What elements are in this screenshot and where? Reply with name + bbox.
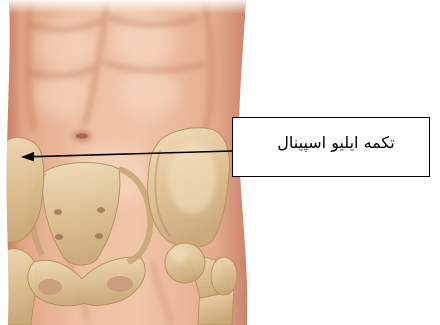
top-fade [0,0,250,14]
right-iliac-wing [148,128,230,248]
right-obturator-foramen [107,276,133,292]
torso [0,0,250,325]
label-box: تکمه ایلیو اسپینال [232,117,430,177]
right-femoral-head [165,243,205,283]
navel [73,131,91,141]
left-obturator-foramen [38,279,62,295]
label-text: تکمه ایلیو اسپینال [243,130,429,156]
